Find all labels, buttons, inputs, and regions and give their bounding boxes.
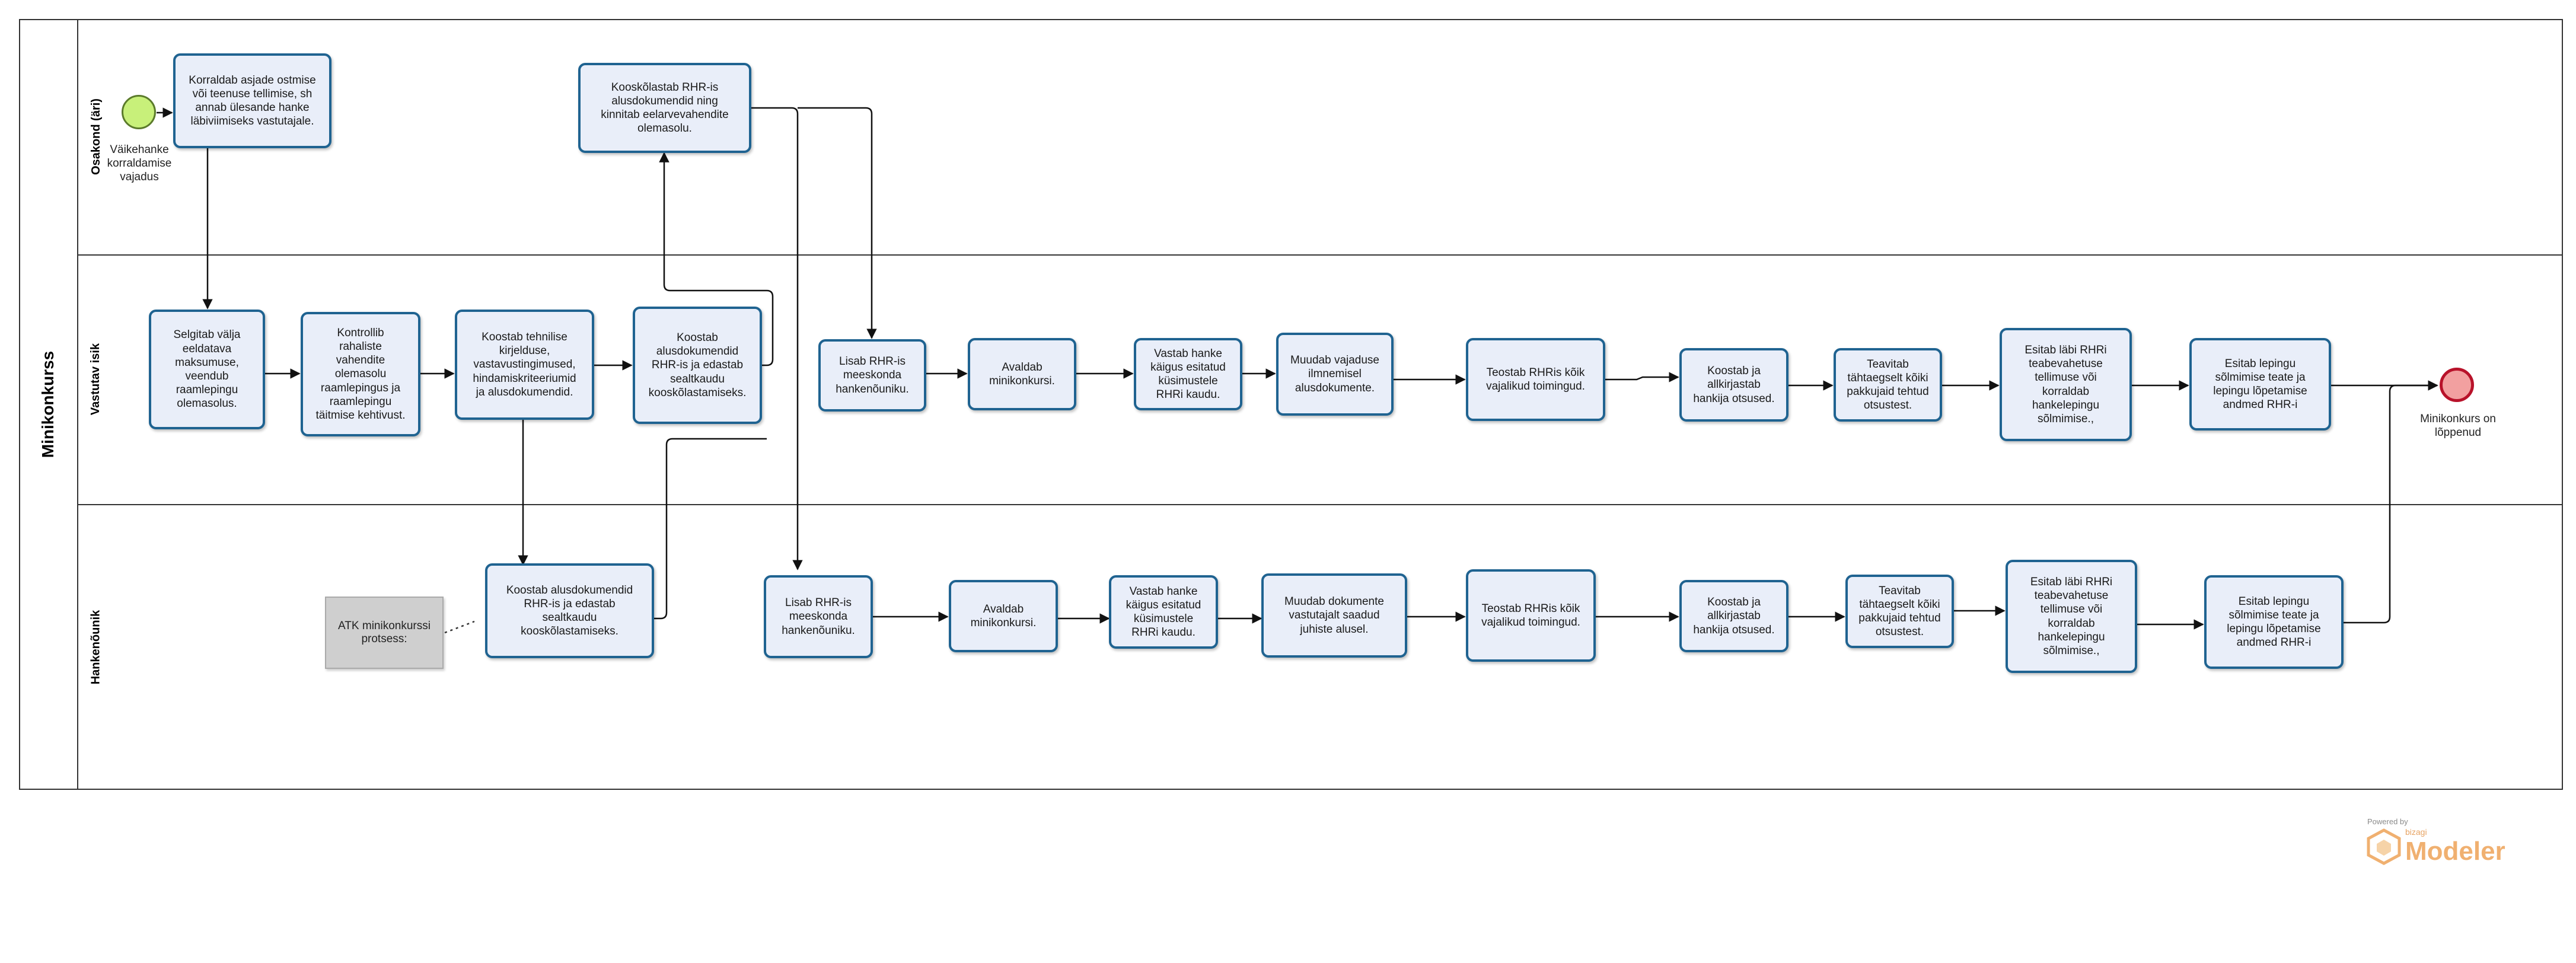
pool-header-divider	[77, 19, 78, 790]
task-esitab-lep-v[interactable]: Esitab lepingu sõlmimise teate ja leping…	[2189, 338, 2331, 431]
task-korraldab[interactable]: Korraldab asjade ostmise või teenuse tel…	[173, 53, 331, 148]
data-object-atk: ATK minikonkurssi protsess:	[325, 597, 444, 669]
task-vastab-h[interactable]: Vastab hanke käigus esitatud küsimustele…	[1109, 575, 1218, 649]
task-koostab-allk-h[interactable]: Koostab ja allkirjastab hankija otsused.	[1679, 580, 1788, 652]
task-koostab-tehn[interactable]: Koostab tehnilise kirjelduse, vastavusti…	[455, 310, 594, 420]
task-lisab-v[interactable]: Lisab RHR-is meeskonda hankenõuniku.	[818, 339, 926, 412]
task-teostab-h[interactable]: Teostab RHRis kõik vajalikud toimingud.	[1466, 569, 1596, 662]
task-teostab-v[interactable]: Teostab RHRis kõik vajalikud toimingud.	[1466, 338, 1605, 421]
end-event	[2440, 368, 2474, 402]
end-event-label: Minikonkurs on lõppenud	[2420, 413, 2496, 439]
brand-small-text: bizagi	[2405, 827, 2427, 837]
brand-big-text: Modeler	[2405, 837, 2505, 866]
start-event-label: Väikehanke korraldamise vajadus	[107, 144, 172, 183]
task-esitab-lep-h[interactable]: Esitab lepingu sõlmimise teate ja leping…	[2204, 575, 2344, 669]
task-lisab-h[interactable]: Lisab RHR-is meeskonda hankenõuniku.	[764, 575, 873, 658]
powered-by-text: Powered by	[2367, 817, 2408, 826]
flow-h-9	[2342, 380, 2438, 624]
task-avaldab-v[interactable]: Avaldab minikonkursi.	[968, 338, 1076, 410]
lane-divider-1	[77, 254, 2563, 256]
task-kooskolastab[interactable]: Kooskõlastab RHR-is alusdokumendid ning …	[578, 63, 751, 153]
flow-alusv-kooskolastab	[659, 152, 774, 366]
association-data-object	[444, 620, 475, 634]
task-kontrollib[interactable]: Kontrollib rahaliste vahendite olemasolu…	[301, 312, 420, 436]
task-vastab-v[interactable]: Vastab hanke käigus esitatud küsimustele…	[1134, 338, 1242, 410]
flow-kooskolastab-split	[750, 107, 803, 570]
task-koostab-alus-v[interactable]: Koostab alusdokumendid RHR-is ja edastab…	[633, 307, 762, 424]
lane-divider-2	[77, 504, 2563, 505]
bizagi-logo-icon	[2367, 828, 2401, 865]
task-esitab-teab-h[interactable]: Esitab läbi RHRi teabevahetuse tellimuse…	[2006, 560, 2137, 673]
task-muudab-v[interactable]: Muudab vajaduse ilmnemisel alusdokumente…	[1276, 333, 1394, 416]
flow-v-5	[1604, 372, 1679, 382]
task-teavitab-v[interactable]: Teavitab tähtaegselt kõiki pakkujaid teh…	[1834, 348, 1942, 422]
task-selgitab[interactable]: Selgitab välja eeldatava maksumuse, veen…	[149, 310, 265, 429]
task-koostab-allk-v[interactable]: Koostab ja allkirjastab hankija otsused.	[1679, 348, 1788, 422]
flow-kooskolastab-lisabv	[798, 107, 877, 339]
pool-frame	[19, 19, 2563, 790]
flow-alush-kooskolastab	[653, 438, 767, 620]
task-muudab-h[interactable]: Muudab dokumente vastutajalt saadud juhi…	[1261, 573, 1407, 658]
modeler-logo: bizagi Modeler	[2366, 827, 2505, 866]
task-avaldab-h[interactable]: Avaldab minikonkursi.	[949, 580, 1058, 652]
task-teavitab-h[interactable]: Teavitab tähtaegselt kõiki pakkujaid teh…	[1845, 575, 1954, 648]
task-koostab-alus-h[interactable]: Koostab alusdokumendid RHR-is ja edastab…	[485, 563, 654, 658]
start-event	[122, 95, 156, 129]
task-esitab-teab-v[interactable]: Esitab läbi RHRi teabevahetuse tellimuse…	[2000, 328, 2132, 441]
